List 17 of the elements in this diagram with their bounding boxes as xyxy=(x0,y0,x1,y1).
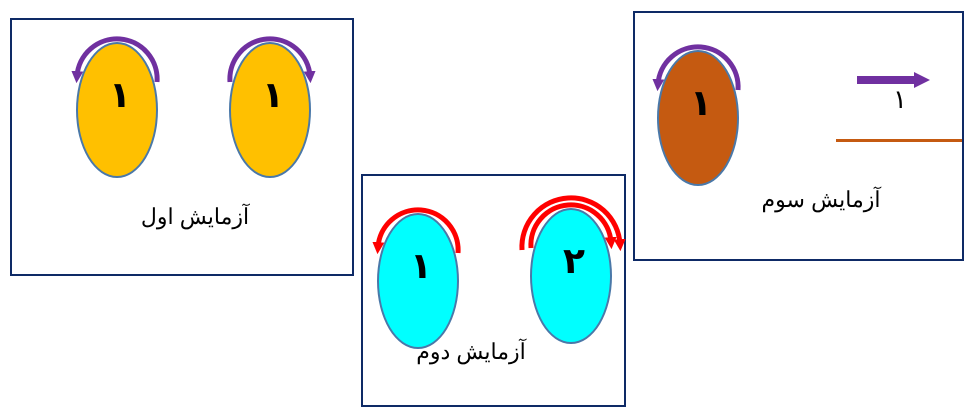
panel xyxy=(633,11,964,261)
ellipse xyxy=(657,50,739,186)
ellipse xyxy=(76,42,158,178)
ellipse xyxy=(530,208,612,344)
panel xyxy=(10,18,354,276)
panel-label: آزمایش دوم xyxy=(416,341,526,363)
ellipse xyxy=(377,213,459,349)
number-label: ۱ xyxy=(109,78,131,114)
panel-label: آزمایش سوم xyxy=(762,189,880,211)
panel-label: آزمایش اول xyxy=(140,206,250,228)
number-label: ۱ xyxy=(893,87,907,113)
panel xyxy=(361,174,626,407)
number-label: ۱ xyxy=(690,86,712,122)
number-label: ۱ xyxy=(410,248,432,285)
number-label: ۱ xyxy=(262,78,284,114)
ellipse xyxy=(229,42,311,178)
number-label: ۲ xyxy=(563,244,585,280)
